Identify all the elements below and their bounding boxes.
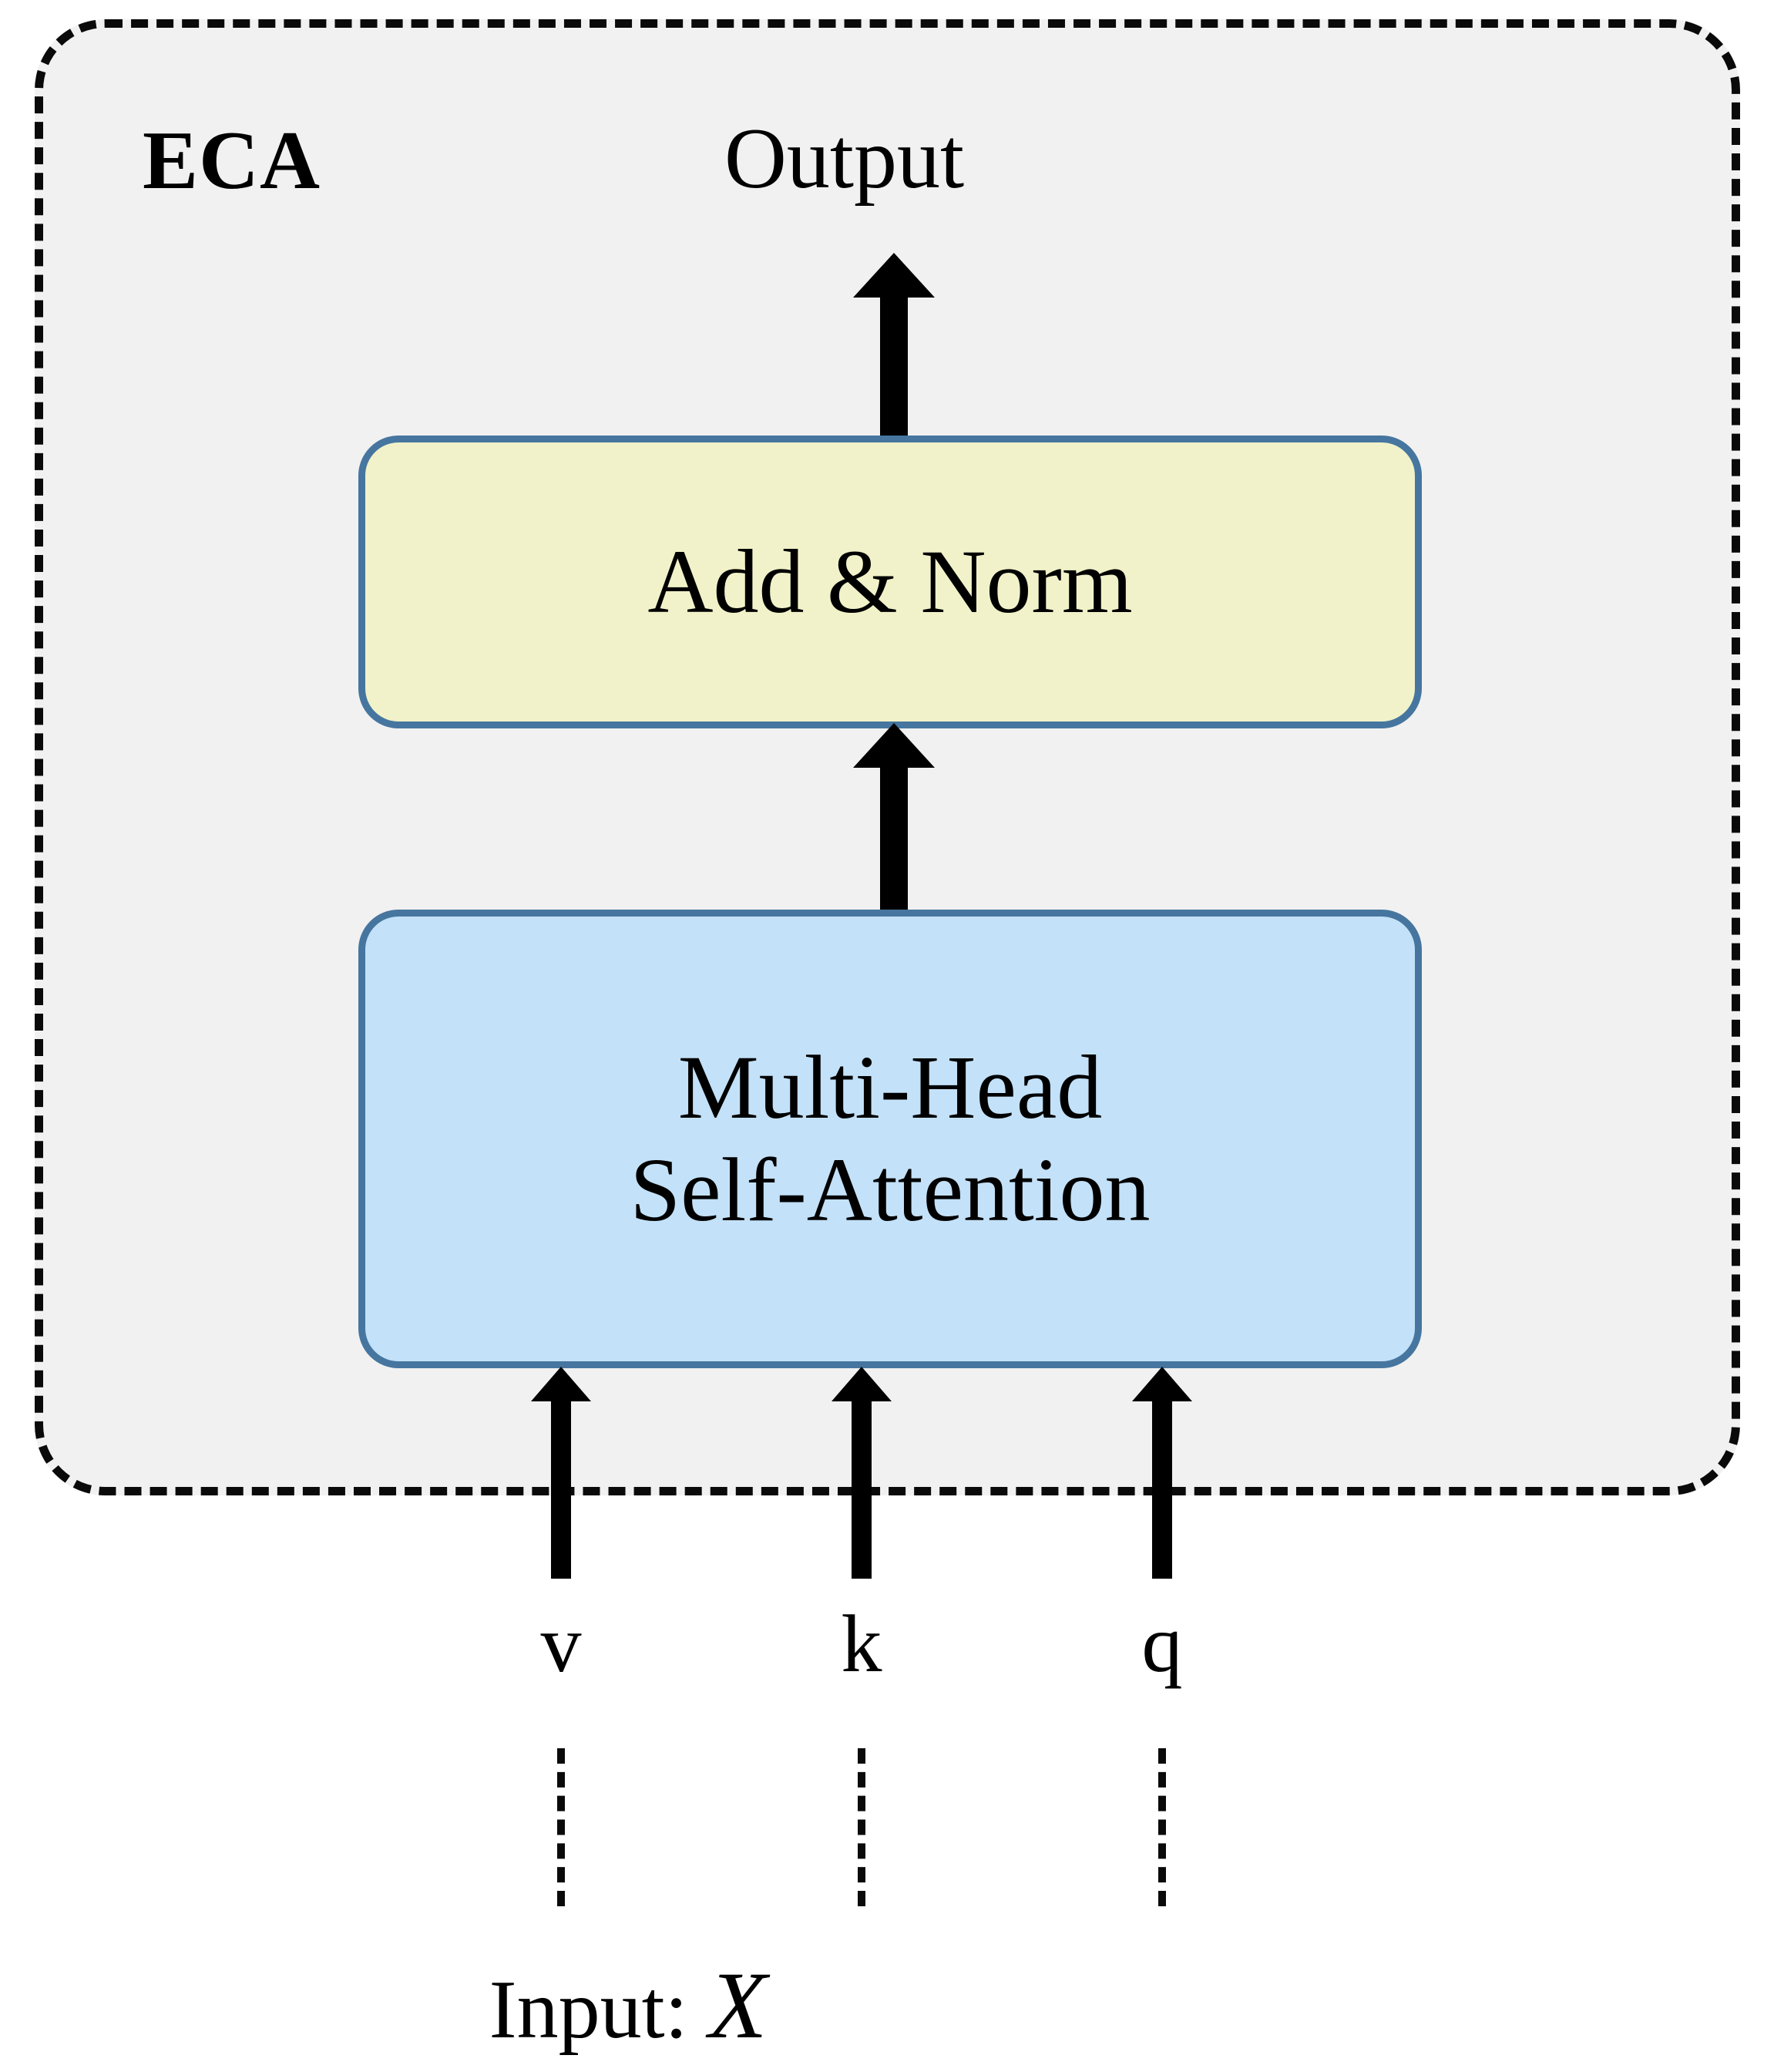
input-caption-prefix: Input: bbox=[489, 1964, 709, 2056]
block-multi-head-self-attention-label: Multi-Head Self-Attention bbox=[614, 1037, 1165, 1240]
input-arrow-k bbox=[832, 1367, 892, 1579]
mhsa-label-line-2: Self-Attention bbox=[630, 1139, 1151, 1240]
input-caption: Input: X bbox=[0, 1958, 1256, 2054]
input-stream-label-q: q bbox=[1141, 1599, 1183, 1689]
mhsa-to-addnorm-arrow bbox=[853, 723, 935, 916]
output-label: Output bbox=[724, 111, 965, 207]
eca-module-label: ECA bbox=[143, 115, 321, 207]
block-add-and-norm-label: Add & Norm bbox=[647, 530, 1133, 632]
dashed-connector-k bbox=[858, 1748, 865, 1906]
input-arrow-v bbox=[531, 1367, 591, 1579]
dashed-connector-v bbox=[557, 1748, 565, 1906]
input-stream-label-v: v bbox=[540, 1599, 582, 1689]
dashed-connector-q bbox=[1158, 1748, 1166, 1906]
input-stream-label-k: k bbox=[841, 1599, 882, 1689]
block-multi-head-self-attention[interactable]: Multi-Head Self-Attention bbox=[358, 910, 1422, 1368]
output-arrow bbox=[853, 253, 935, 446]
input-arrow-q bbox=[1132, 1367, 1192, 1579]
input-caption-variable: X bbox=[708, 1953, 768, 2058]
block-add-and-norm[interactable]: Add & Norm bbox=[358, 436, 1422, 728]
mhsa-label-line-1: Multi-Head bbox=[677, 1037, 1103, 1139]
